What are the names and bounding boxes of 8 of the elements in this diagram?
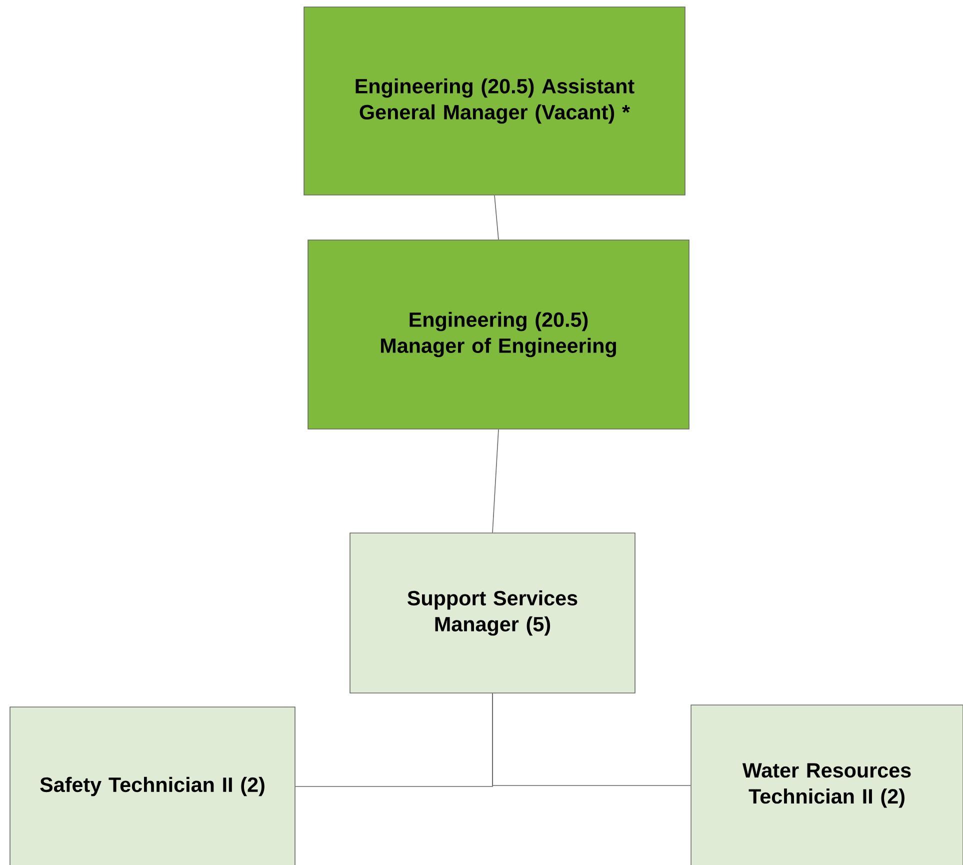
position-box: Support Services Manager (5) [350,532,636,694]
connector-line [494,195,499,240]
position-box: Water Resources Technician II (2) [690,704,963,865]
position-box: Safety Technician II (2) [10,706,296,865]
connector-line [492,693,691,786]
position-box: Engineering (20.5) Manager of Engineering [308,240,690,430]
position-box: Engineering (20.5) Assistant General Manager (Vacant) * [304,6,686,196]
connector-line [492,429,499,533]
